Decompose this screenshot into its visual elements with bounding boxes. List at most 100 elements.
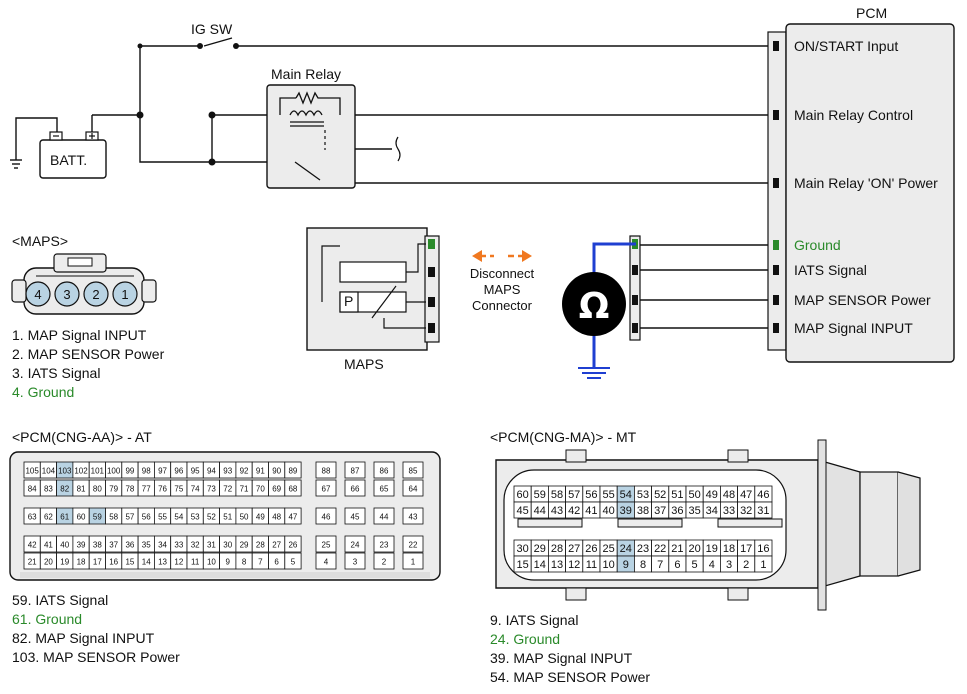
at-pin-number: 10: [207, 558, 216, 567]
at-pin-number: 93: [223, 467, 232, 476]
at-pin-number: 19: [60, 558, 69, 567]
at-pin-number: 34: [158, 541, 167, 550]
maps-sensor-terminal: [428, 267, 435, 277]
at-pin-number: 30: [223, 541, 232, 550]
mt-pin-number: 27: [568, 543, 580, 555]
ohmmeter-icon: Ω: [579, 286, 610, 327]
mt-pin-number: 2: [743, 559, 749, 571]
at-pin-cell: [402, 479, 424, 497]
mt-pin-number: 5: [692, 559, 698, 571]
at-pin-cell: [402, 535, 424, 553]
at-pin-number: 15: [125, 558, 134, 567]
at-pin-number: 47: [288, 513, 297, 522]
mt-pin-number: 56: [585, 489, 597, 501]
mt-pin-number: 22: [654, 543, 666, 555]
pcm-pin-label: Main Relay 'ON' Power: [794, 175, 938, 191]
mt-pin-number: 8: [640, 559, 646, 571]
maps-sensor-terminal: [428, 297, 435, 307]
maps-legend-item: 3. IATS Signal: [12, 365, 100, 381]
at-pin-number: 52: [207, 513, 216, 522]
disconnect-line3: Connector: [472, 298, 533, 313]
at-pin-number: 5: [291, 558, 296, 567]
mt-pin-number: 17: [740, 543, 752, 555]
mt-legend-item: 24. Ground: [490, 631, 560, 647]
at-legend-item: 61. Ground: [12, 611, 82, 627]
pcm-pin-terminal: [773, 240, 779, 250]
mt-pin-number: 35: [688, 505, 700, 517]
mt-pin-number: 30: [516, 543, 528, 555]
at-pin-number: 69: [272, 485, 281, 494]
at-pin-cell: [402, 552, 424, 570]
mt-pin-number: 6: [674, 559, 680, 571]
at-pin-number: 18: [77, 558, 86, 567]
at-pin-number: 66: [351, 485, 360, 494]
mt-legend-item: 54. MAP SENSOR Power: [490, 669, 650, 685]
mt-pin-number: 29: [534, 543, 546, 555]
mt-pin-number: 41: [585, 505, 597, 517]
at-pin-cell: [284, 479, 302, 497]
mt-pin-number: 44: [534, 505, 546, 517]
mt-pin-number: 43: [551, 505, 563, 517]
at-pin-number: 50: [240, 513, 249, 522]
pcm-pin-label: Ground: [794, 237, 841, 253]
wire-break-icon: [395, 136, 401, 162]
mt-pin-number: 23: [637, 543, 649, 555]
at-pin-number: 44: [380, 513, 389, 522]
at-pin-number: 78: [125, 485, 134, 494]
mt-pin-number: 36: [671, 505, 683, 517]
at-pin-number: 103: [58, 467, 72, 476]
maps-p-label: P: [344, 293, 353, 309]
pcm-pin-label: ON/START Input: [794, 38, 898, 54]
pcm-pin-terminal: [773, 265, 779, 275]
at-pin-number: 16: [109, 558, 118, 567]
at-pin-number: 90: [272, 467, 281, 476]
at-pin-cell: [284, 552, 302, 570]
mt-pin-number: 38: [637, 505, 649, 517]
at-pin-number: 11: [191, 558, 200, 567]
at-pin-number: 53: [191, 513, 200, 522]
at-pin-number: 23: [380, 541, 389, 550]
at-pin-number: 76: [158, 485, 167, 494]
maps-pin: [25, 281, 51, 307]
at-pin-number: 48: [272, 513, 281, 522]
main-relay-label: Main Relay: [271, 66, 341, 82]
at-pin-number: 55: [158, 513, 167, 522]
at-pin-cell: [402, 461, 424, 479]
at-pin-number: 70: [256, 485, 265, 494]
pcm-pin-terminal: [773, 110, 779, 120]
at-pin-number: 51: [223, 513, 232, 522]
at-pin-number: 95: [191, 467, 200, 476]
mt-pin-number: 52: [654, 489, 666, 501]
pcm-pin-terminal: [773, 41, 779, 51]
at-pin-number: 17: [93, 558, 102, 567]
at-pin-cell: [284, 507, 302, 525]
at-pin-number: 86: [380, 467, 389, 476]
mt-pin-number: 7: [657, 559, 663, 571]
at-pin-number: 80: [93, 485, 102, 494]
at-pin-cell: [373, 535, 395, 553]
at-pin-number: 38: [93, 541, 102, 550]
harness-connector: Ω: [562, 235, 641, 379]
mt-pin-number: 53: [637, 489, 649, 501]
at-legend-item: 103. MAP SENSOR Power: [12, 649, 180, 665]
at-pin-number: 13: [158, 558, 167, 567]
mt-pin-number: 50: [688, 489, 700, 501]
at-pin-number: 45: [351, 513, 360, 522]
at-pin-number: 46: [322, 513, 331, 522]
maps-pin: [83, 281, 109, 307]
mt-pin-number: 28: [551, 543, 563, 555]
at-pin-number: 83: [44, 485, 53, 494]
at-pin-number: 22: [409, 541, 418, 550]
mt-pin-number: 24: [620, 543, 632, 555]
disconnect-line1: Disconnect: [470, 266, 535, 281]
maps-legend-item: 1. MAP Signal INPUT: [12, 327, 147, 343]
at-pin-cell: [315, 507, 337, 525]
at-pin-number: 3: [353, 558, 358, 567]
mt-pin-number: 39: [620, 505, 632, 517]
at-pin-number: 72: [223, 485, 232, 494]
pcm-pin-terminal: [773, 295, 779, 305]
maps-sensor-terminal: [428, 323, 435, 333]
at-pin-number: 56: [142, 513, 151, 522]
